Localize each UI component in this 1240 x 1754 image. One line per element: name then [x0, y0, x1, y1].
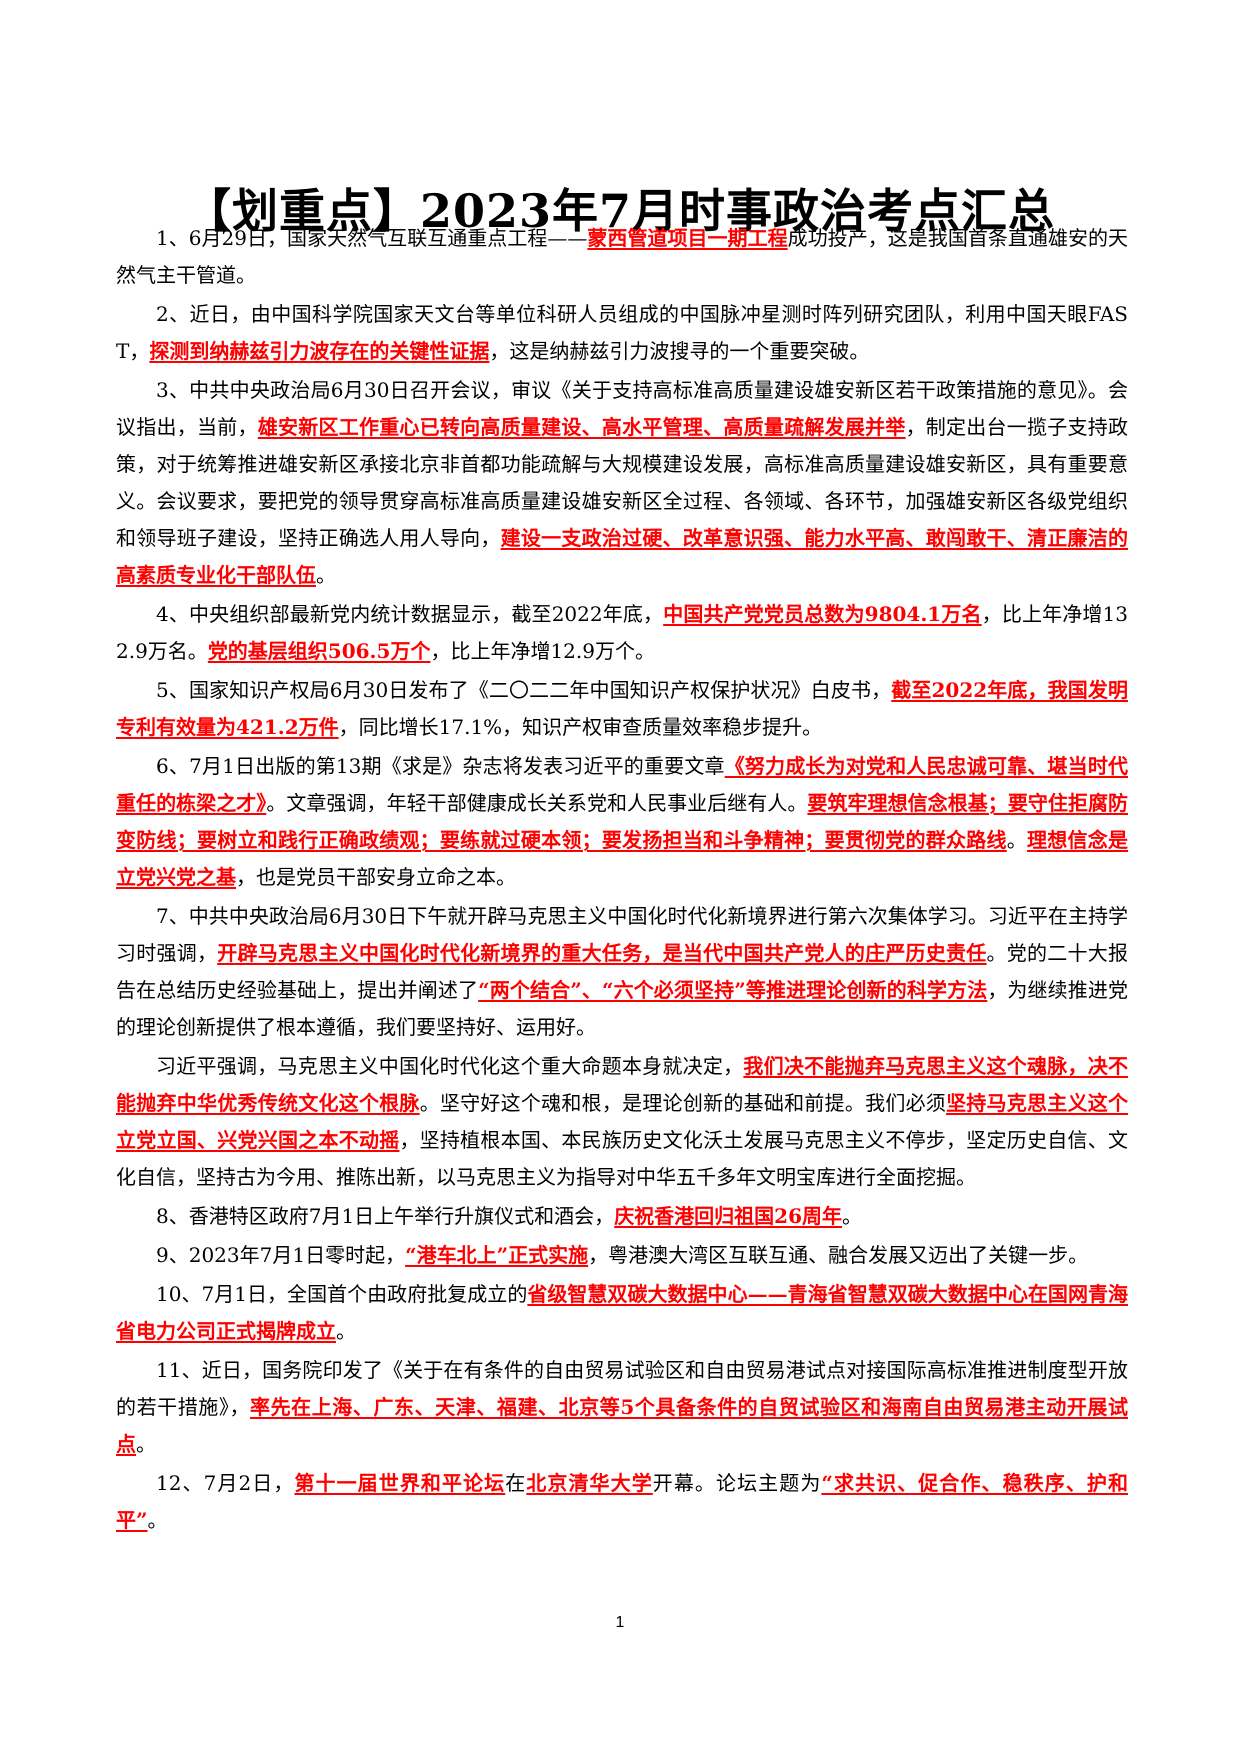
body-text: 6、7月1日出版的第13期《求是》杂志将发表习近平的重要文章	[156, 754, 725, 778]
highlighted-text: “港车北上”正式实施	[405, 1243, 589, 1267]
highlighted-text: 党的基层组织506.5万个	[207, 639, 431, 663]
body-text: 8、香港特区政府7月1日上午举行升旗仪式和酒会，	[156, 1204, 615, 1228]
body-text: 。	[336, 1319, 356, 1343]
highlighted-text: “求共识、促合作、稳秩序、护和平”	[116, 1471, 1128, 1532]
body-text: 习近平强调，马克思主义中国化时代化这个重大命题本身就决定，	[156, 1054, 744, 1078]
body-text: 2、近日，由中国科学院国家天文台等单位科研人员组成的中国脉冲星测时阵列研究团队，…	[116, 302, 1128, 363]
body-text: ，制定出台一揽子支持政策，对于统筹推进雄安新区承接北京非首都功能疏解与大规模建设…	[116, 415, 1129, 550]
body-text: 。	[136, 1432, 156, 1456]
document-body: 1、6月29日，国家天然气互联互通重点工程——蒙西管道项目一期工程成功投产，这是…	[116, 220, 1128, 1541]
highlighted-text: “两个结合”、“六个必须坚持”等推进理论创新的科学方法	[478, 978, 988, 1002]
highlighted-text: 开辟马克思主义中国化时代化新境界的重大任务，是当代中国共产党人的庄严历史责任	[217, 941, 987, 965]
body-text: 5、国家知识产权局6月30日发布了《二〇二二年中国知识产权保护状况》白皮书，	[156, 678, 892, 702]
paragraph-5: 5、国家知识产权局6月30日发布了《二〇二二年中国知识产权保护状况》白皮书，截至…	[116, 672, 1128, 746]
body-text: 开幕。论坛主题为	[652, 1471, 822, 1495]
body-text: ，为继续推进党的理论创新提供了根本遵循，我们要坚持好、运用好。	[116, 978, 1129, 1039]
highlighted-text: 蒙西管道项目一期工程	[587, 226, 788, 250]
body-text: 在	[505, 1471, 527, 1495]
paragraph-3: 3、中共中央政治局6月30日召开会议，审议《关于支持高标准高质量建设雄安新区若干…	[116, 372, 1128, 594]
body-text: 7、中共中央政治局6月30日下午就开辟马克思主义中国化时代化新境界进行第六次集体…	[116, 904, 1128, 965]
body-text: ，这是纳赫兹引力波搜寻的一个重要突破。	[489, 339, 870, 363]
page-title: 【划重点】2023年7月时事政治考点汇总	[184, 183, 1056, 238]
highlighted-text: 北京清华大学	[526, 1471, 653, 1495]
body-text: ，坚持植根本国、本民族历史文化沃土发展马克思主义不停步，坚定历史自信、文化自信，…	[116, 1128, 1129, 1189]
highlighted-text: 我们决不能抛弃马克思主义这个魂脉，决不能抛弃中华优秀传统文化这个根脉	[116, 1054, 1129, 1115]
paragraph-10: 9、2023年7月1日零时起，“港车北上”正式实施，粤港澳大湾区互联互通、融合发…	[116, 1237, 1128, 1274]
body-text: ，粤港澳大湾区互联互通、融合发展又迈出了关键一步。	[588, 1243, 1089, 1267]
paragraph-13: 12、7月2日，第十一届世界和平论坛在北京清华大学开幕。论坛主题为“求共识、促合…	[116, 1465, 1128, 1539]
highlighted-text: 省级智慧双碳大数据中心——青海省智慧双碳大数据中心在国网青海省电力公司正式揭牌成…	[116, 1282, 1128, 1343]
body-text: 1、6月29日，国家天然气互联互通重点工程——	[156, 226, 588, 250]
highlighted-text: 理想信念是立党兴党之基	[116, 828, 1129, 889]
highlighted-text: 坚持马克思主义这个立党立国、兴党兴国之本不动摇	[116, 1091, 1129, 1152]
paragraph-1: 1、6月29日，国家天然气互联互通重点工程——蒙西管道项目一期工程成功投产，这是…	[116, 220, 1128, 294]
highlighted-text: 《努力成长为对党和人民忠诚可靠、堪当时代重任的栋梁之才》	[116, 754, 1129, 815]
highlighted-text: 要筑牢理想信念根基；要守住拒腐防变防线；要树立和践行正确政绩观；要练就过硬本领；…	[116, 791, 1129, 852]
highlighted-text: 庆祝香港回归祖国26周年	[614, 1204, 843, 1228]
body-text: 9、2023年7月1日零时起，	[156, 1243, 406, 1267]
paragraph-11: 10、7月1日，全国首个由政府批复成立的省级智慧双碳大数据中心——青海省智慧双碳…	[116, 1276, 1128, 1350]
highlighted-text: 率先在上海、广东、天津、福建、北京等5个具备条件的自贸试验区和海南自由贸易港主动…	[116, 1395, 1128, 1456]
paragraph-12: 11、近日，国务院印发了《关于在有条件的自由贸易试验区和自由贸易港试点对接国际高…	[116, 1352, 1128, 1463]
body-text: 成功投产，这是我国首条直通雄安的天然气主干管道。	[116, 226, 1129, 287]
body-text: 。党的二十大报告在总结历史经验基础上，提出并阐述了	[116, 941, 1129, 1002]
body-text: 3、中共中央政治局6月30日召开会议，审议《关于支持高标准高质量建设雄安新区若干…	[116, 378, 1128, 439]
highlighted-text: 建设一支政治过硬、改革意识强、能力水平高、敢闯敢干、清正廉洁的高素质专业化干部队…	[116, 526, 1129, 587]
body-text: 。	[316, 563, 336, 587]
body-text: ，同比增长17.1%，知识产权审查质量效率稳步提升。	[338, 715, 823, 739]
paragraph-4: 4、中央组织部最新党内统计数据显示，截至2022年底，中国共产党党员总数为980…	[116, 596, 1128, 670]
paragraph-6: 6、7月1日出版的第13期《求是》杂志将发表习近平的重要文章《努力成长为对党和人…	[116, 748, 1128, 896]
highlighted-text: 探测到纳赫兹引力波存在的关键性证据	[149, 339, 490, 363]
body-text: ，比上年净增12.9万个。	[430, 639, 655, 663]
highlighted-text: 截至2022年底，我国发明专利有效量为421.2万件	[116, 678, 1128, 739]
body-text: 。坚守好这个魂和根，是理论创新的基础和前提。我们必须	[419, 1091, 947, 1115]
paragraph-9: 8、香港特区政府7月1日上午举行升旗仪式和酒会，庆祝香港回归祖国26周年。	[116, 1198, 1128, 1235]
highlighted-text: 雄安新区工作重心已转向高质量建设、高水平管理、高质量疏解发展并举	[257, 415, 906, 439]
paragraph-2: 2、近日，由中国科学院国家天文台等单位科研人员组成的中国脉冲星测时阵列研究团队，…	[116, 296, 1128, 370]
body-text: 。	[1006, 828, 1028, 852]
body-text: 10、7月1日，全国首个由政府批复成立的	[156, 1282, 528, 1306]
paragraph-7: 7、中共中央政治局6月30日下午就开辟马克思主义中国化时代化新境界进行第六次集体…	[116, 898, 1128, 1046]
page-number: 1	[615, 1614, 625, 1631]
body-text: 。文章强调，年轻干部健康成长关系党和人民事业后继有人。	[266, 791, 808, 815]
paragraph-8: 习近平强调，马克思主义中国化时代化这个重大命题本身就决定，我们决不能抛弃马克思主…	[116, 1048, 1128, 1196]
body-text: 。	[147, 1508, 168, 1532]
body-text: ，也是党员干部安身立命之本。	[236, 865, 516, 889]
body-text: 11、近日，国务院印发了《关于在有条件的自由贸易试验区和自由贸易港试点对接国际高…	[116, 1358, 1128, 1419]
body-text: 12、7月2日，	[156, 1471, 295, 1495]
highlighted-text: 第十一届世界和平论坛	[294, 1471, 506, 1495]
body-text: 4、中央组织部最新党内统计数据显示，截至2022年底，	[156, 602, 664, 626]
highlighted-text: 中国共产党党员总数为9804.1万名	[663, 602, 982, 626]
body-text: ，比上年净增132.9万名。	[116, 602, 1129, 663]
body-text: 。	[842, 1204, 863, 1228]
